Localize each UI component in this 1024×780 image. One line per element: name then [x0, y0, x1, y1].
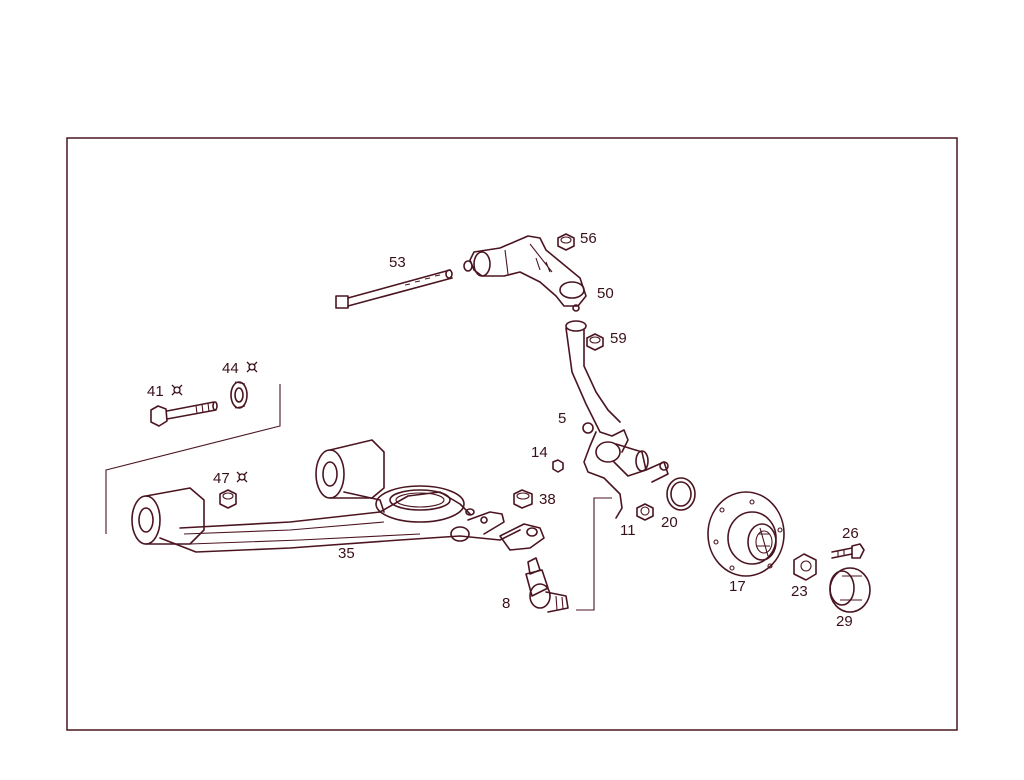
assembly-bracket-right [576, 497, 612, 611]
part-14-small-nut[interactable] [552, 459, 564, 473]
callout-11: 11 [620, 522, 636, 539]
part-44-washer[interactable] [230, 381, 248, 409]
part-26-bolt[interactable] [831, 543, 865, 559]
part-11-nut[interactable] [636, 503, 654, 521]
callout-5: 5 [558, 410, 566, 427]
part-41-bolt[interactable] [150, 401, 218, 427]
callout-53: 53 [389, 254, 406, 271]
callout-38: 38 [539, 491, 556, 508]
part-59-nut[interactable] [586, 333, 604, 351]
part-5-steering-knuckle[interactable] [565, 320, 669, 519]
callout-17: 17 [729, 578, 746, 595]
callout-44: 44 [222, 360, 239, 377]
part-56-nut[interactable] [557, 233, 575, 251]
callout-50: 50 [597, 285, 614, 302]
diagram-frame [66, 137, 958, 731]
part-38-nut[interactable] [513, 489, 533, 509]
assembly-bracket-left [105, 384, 281, 534]
part-8-ball-joint[interactable] [525, 557, 569, 613]
part-23-clamp-nut[interactable] [793, 553, 817, 581]
callout-47: 47 [213, 470, 230, 487]
callout-26: 26 [842, 525, 859, 542]
part-47-nut[interactable] [219, 489, 237, 509]
marker-44-icon [246, 361, 258, 373]
part-20-seal-ring[interactable] [666, 477, 696, 511]
callout-23: 23 [791, 583, 808, 600]
part-29-grease-cap[interactable] [829, 567, 871, 613]
part-17-wheel-hub[interactable] [707, 491, 785, 577]
callout-20: 20 [661, 514, 678, 531]
part-35-lower-control-arm[interactable] [131, 439, 545, 553]
part-53-long-bolt[interactable] [335, 269, 453, 309]
part-50-upper-control-arm[interactable] [463, 235, 587, 312]
callout-8: 8 [502, 595, 510, 612]
callout-14: 14 [531, 444, 548, 461]
callout-29: 29 [836, 613, 853, 630]
callout-56: 56 [580, 230, 597, 247]
callout-41: 41 [147, 383, 164, 400]
marker-41-icon [171, 384, 183, 396]
marker-47-icon [236, 471, 248, 483]
callout-59: 59 [610, 330, 627, 347]
callout-35: 35 [338, 545, 355, 562]
